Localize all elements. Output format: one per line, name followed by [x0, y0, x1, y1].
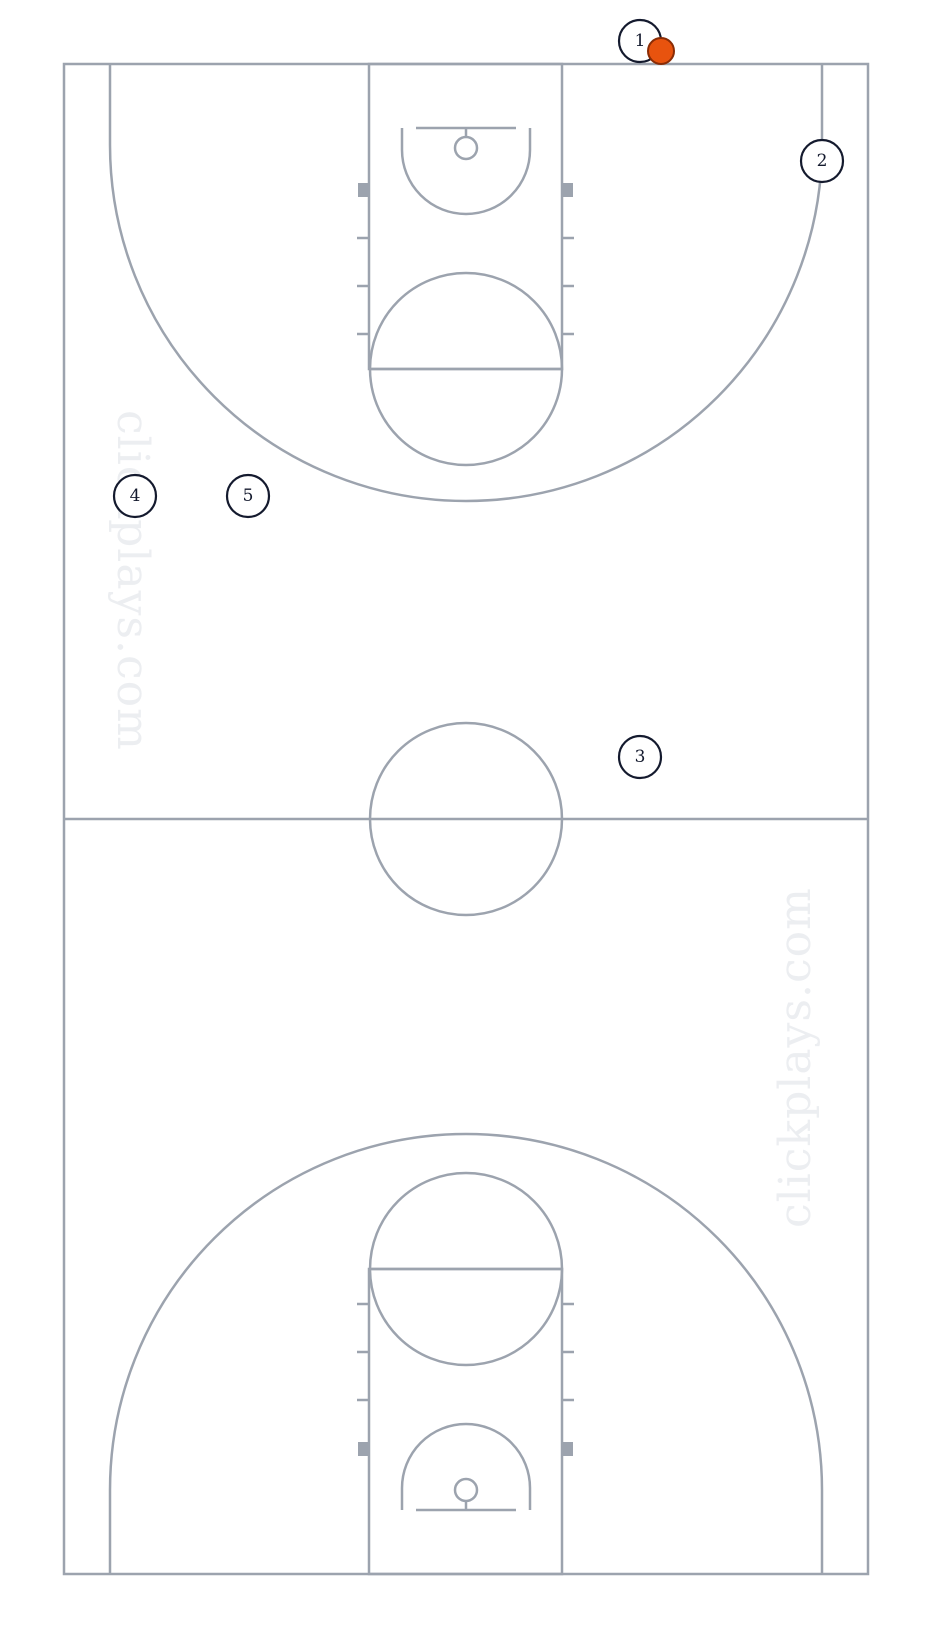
- restricted-area-bottom: [400, 1422, 532, 1510]
- rim-top: [453, 135, 479, 161]
- lane-block-top-right: [562, 183, 573, 197]
- lane-bottom: [367, 1267, 564, 1576]
- three-point-line-top: [108, 64, 824, 503]
- player-2[interactable]: 2: [799, 138, 845, 184]
- basketball-icon[interactable]: [647, 37, 675, 65]
- free-throw-circle-top: [368, 271, 564, 467]
- player-5-label: 5: [243, 486, 254, 506]
- watermark-bottom: clickplays.com: [770, 887, 821, 1228]
- lane-block-bottom-right: [562, 1442, 573, 1456]
- lane-top: [367, 62, 564, 371]
- center-circle: [368, 721, 564, 917]
- three-point-line-bottom: [108, 1132, 824, 1574]
- lane-block-bottom-left: [358, 1442, 369, 1456]
- watermark-top: clickplays.com: [107, 410, 158, 751]
- player-3[interactable]: 3: [617, 734, 663, 780]
- player-4[interactable]: 4: [112, 473, 158, 519]
- player-3-label: 3: [635, 747, 646, 767]
- player-1-label: 1: [635, 31, 646, 51]
- player-5[interactable]: 5: [225, 473, 271, 519]
- player-2-label: 2: [817, 151, 828, 171]
- lane-block-top-left: [358, 183, 369, 197]
- player-4-label: 4: [130, 486, 141, 506]
- rim-bottom: [453, 1477, 479, 1503]
- free-throw-circle-bottom: [368, 1171, 564, 1367]
- restricted-area-top: [400, 128, 532, 216]
